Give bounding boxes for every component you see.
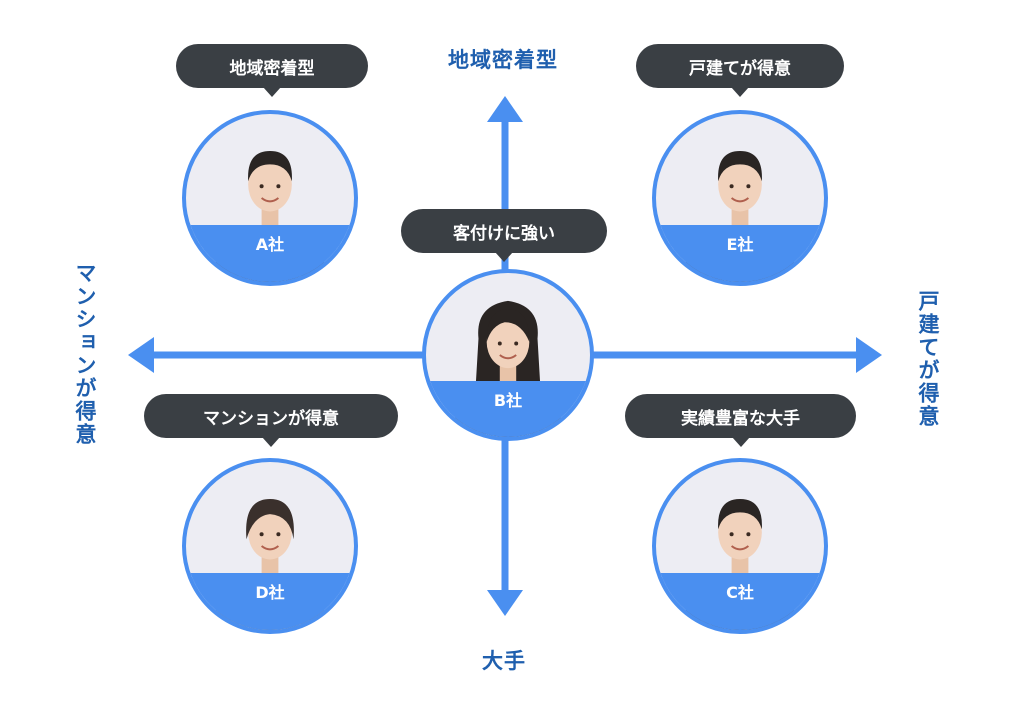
tag-bubble-b: 客付けに強い bbox=[401, 209, 607, 262]
avatar-company-a: A社 bbox=[182, 110, 358, 286]
axis-label-top: 地域密着型 bbox=[448, 48, 558, 72]
avatar-company-e: E社 bbox=[652, 110, 828, 286]
arrow-up-icon bbox=[487, 96, 523, 122]
tag-bubble-c: 実績豊富な大手 bbox=[625, 394, 856, 447]
company-label-b: B社 bbox=[426, 381, 590, 437]
avatar-company-d: D社 bbox=[182, 458, 358, 634]
tag-bubble-e: 戸建てが得意 bbox=[636, 44, 844, 97]
company-label-c: C社 bbox=[656, 572, 824, 630]
company-label-d: D社 bbox=[186, 572, 354, 630]
tag-bubble-a: 地域密着型 bbox=[176, 44, 368, 97]
arrow-down-icon bbox=[487, 590, 523, 616]
axis-label-left: マンションが得意 bbox=[73, 262, 97, 446]
company-label-a: A社 bbox=[186, 224, 354, 282]
arrow-left-icon bbox=[128, 337, 154, 373]
arrow-right-icon bbox=[856, 337, 882, 373]
avatar-company-c: C社 bbox=[652, 458, 828, 634]
tag-bubble-d: マンションが得意 bbox=[144, 394, 398, 447]
axis-label-right: 戸建てが得意 bbox=[916, 290, 940, 428]
avatar-company-b: B社 bbox=[422, 269, 594, 441]
axis-label-bottom: 大手 bbox=[482, 649, 526, 673]
company-label-e: E社 bbox=[656, 224, 824, 282]
